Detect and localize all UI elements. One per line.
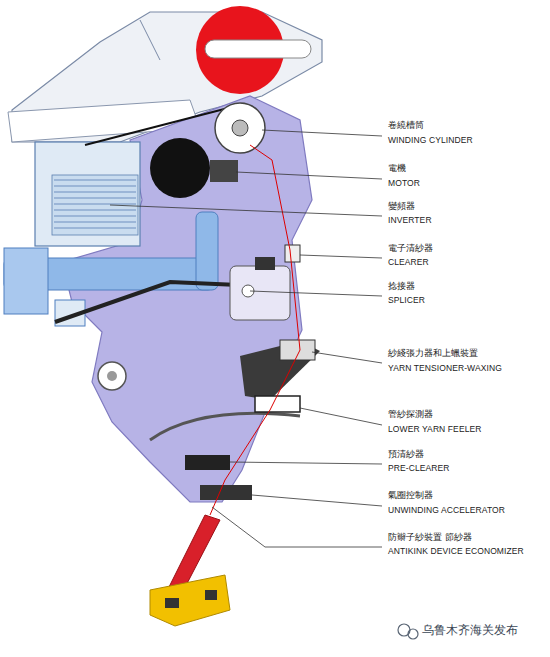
leader-line bbox=[252, 495, 382, 506]
waxing-device bbox=[280, 340, 315, 360]
bobbin-holder bbox=[150, 575, 230, 626]
pipe-end-box bbox=[4, 248, 48, 314]
gear bbox=[98, 362, 126, 390]
grille-lines bbox=[54, 180, 136, 228]
motor bbox=[150, 138, 210, 198]
leader-line bbox=[212, 507, 382, 547]
motor-mount bbox=[210, 160, 238, 182]
belt bbox=[85, 106, 236, 145]
gear-hub bbox=[107, 371, 117, 381]
lower-yarn-feeler bbox=[255, 396, 300, 412]
watermark: 乌鲁木齐海关发布 bbox=[422, 624, 518, 638]
part-label-english: LOWER YARN FEELER bbox=[388, 425, 482, 435]
part-label-chinese: 管紗探測器 bbox=[388, 410, 433, 420]
winding-cylinder bbox=[215, 103, 265, 153]
part-label-english: YARN TENSIONER-WAXING bbox=[388, 364, 502, 374]
air-pipes bbox=[4, 212, 218, 326]
clearer bbox=[285, 245, 300, 262]
inverter-box bbox=[35, 142, 140, 246]
inverter-grille bbox=[52, 175, 138, 235]
frame-strut bbox=[140, 20, 160, 60]
leader-line bbox=[300, 255, 382, 258]
part-label-chinese: 預清紗器 bbox=[388, 450, 424, 460]
leader-line bbox=[110, 205, 382, 216]
vertical-pipe bbox=[196, 212, 218, 290]
part-label-chinese: 卷繞槽筒 bbox=[388, 121, 424, 131]
lower-arm bbox=[150, 413, 300, 440]
part-label-english: CLEARER bbox=[388, 258, 429, 268]
leader-line bbox=[262, 130, 382, 136]
part-label-english: INVERTER bbox=[388, 216, 432, 226]
part-label-english: MOTOR bbox=[388, 179, 420, 189]
leader-line bbox=[312, 352, 382, 363]
part-label-chinese: 氣圈控制器 bbox=[388, 491, 433, 501]
splicer bbox=[230, 266, 290, 320]
inverter bbox=[35, 142, 140, 246]
part-label-chinese: 電子清紗器 bbox=[388, 244, 433, 254]
leader-line bbox=[250, 291, 382, 296]
splicer-top bbox=[255, 257, 275, 270]
drum-arm bbox=[205, 40, 311, 58]
watermark-bubble bbox=[408, 629, 418, 639]
cylinder-hub bbox=[232, 120, 248, 136]
part-label-english: SPLICER bbox=[388, 296, 425, 306]
yarn-tensioner bbox=[240, 341, 320, 400]
holder-clip bbox=[205, 590, 217, 600]
pre-clearer bbox=[185, 455, 230, 470]
part-label-chinese: 捻接器 bbox=[388, 282, 415, 292]
part-label-english: ANTIKINK DEVICE ECONOMIZER bbox=[388, 547, 524, 557]
leader-line bbox=[300, 408, 382, 425]
part-label-chinese: 電機 bbox=[388, 164, 406, 174]
unwinding-accelerator bbox=[200, 485, 252, 500]
part-label-english: PRE-CLEARER bbox=[388, 464, 450, 474]
leader-line bbox=[236, 172, 382, 179]
holder-clip bbox=[165, 598, 179, 608]
part-label-chinese: 紗綫張力器和上蠟裝置 bbox=[388, 349, 478, 359]
leader-lines bbox=[110, 130, 382, 547]
part-label-chinese: 防辮子紗裝置 節紗器 bbox=[388, 533, 472, 543]
yarn-path bbox=[210, 145, 300, 515]
part-label-english: UNWINDING ACCELERATOR bbox=[388, 506, 505, 516]
part-label-english: WINDING CYLINDER bbox=[388, 136, 473, 146]
part-label-chinese: 變頻器 bbox=[388, 202, 415, 212]
watermark-icon bbox=[398, 624, 418, 639]
leader-line bbox=[230, 462, 382, 464]
